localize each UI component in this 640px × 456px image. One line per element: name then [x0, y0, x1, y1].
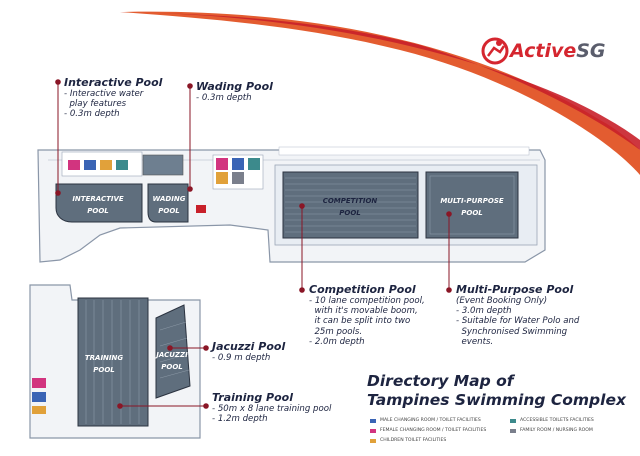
legend-item: ACCESSIBLE TOILETS FACILITIES [510, 418, 594, 423]
training-pool-label-1: TRAINING [85, 354, 124, 362]
activesg-logo: ActiveSG [480, 36, 606, 66]
training-pool-label-2: POOL [93, 366, 115, 374]
callout-line: events. [456, 336, 494, 347]
activesg-wordmark: ActiveSG [510, 40, 606, 62]
legend-label: CHILDREN TOILET FACILITIES [380, 438, 447, 443]
jacuzzi-pool-label-2: POOL [161, 363, 183, 371]
callout-interactive-pool: Interactive Pool - Interactive water pla… [64, 76, 162, 120]
legend-item: FAMILY ROOM / NURSING ROOM [510, 428, 593, 433]
callout-title: Wading Pool [196, 80, 273, 93]
activesg-logo-icon [481, 37, 509, 65]
multi-pool-label-1: MULTI-PURPOSE [440, 197, 504, 205]
callout-line: - 1.2m depth [212, 414, 268, 425]
interactive-pool-label-1: INTERACTIVE [72, 195, 124, 203]
callout-multi-purpose-pool: Multi-Purpose Pool (Event Booking Only) … [456, 283, 579, 347]
competition-pool-label-1: COMPETITION [323, 197, 378, 205]
callout-line: - 10 lane competition pool, [309, 296, 425, 306]
legend-swatch [370, 438, 376, 443]
callout-training-pool: Training Pool - 50m x 8 lane training po… [212, 391, 331, 424]
callout-line: Synchronised Swimming [456, 326, 568, 337]
wading-pool-label-1: WADING [153, 195, 186, 203]
directory-map-title: Directory Map of Tampines Swimming Compl… [367, 372, 626, 410]
callout-title: Training Pool [212, 391, 293, 404]
callout-wading-pool: Wading Pool - 0.3m depth [196, 80, 273, 103]
callout-line: (Event Booking Only) [456, 296, 548, 306]
wading-pool-label-2: POOL [158, 207, 180, 215]
callout-line: - 0.9 m depth [212, 353, 271, 363]
brand-part2: SG [576, 40, 606, 62]
jacuzzi-pool-label-1: JACUZZI [154, 351, 188, 359]
legend-item: MALE CHANGING ROOM / TOILET FACILITIES [370, 418, 481, 423]
callout-line: - 2.0m depth [309, 336, 365, 347]
callout-line: - 50m x 8 lane training pool [212, 404, 332, 414]
callout-jacuzzi-pool: Jacuzzi Pool - 0.9 m depth [212, 340, 285, 363]
callout-title: Jacuzzi Pool [212, 340, 286, 353]
brand-part1: Active [510, 40, 577, 62]
title-line-1: Directory Map of [367, 372, 514, 390]
legend-swatch [510, 428, 516, 433]
competition-pool-label-2: POOL [339, 209, 361, 217]
legend-item: FEMALE CHANGING ROOM / TOILET FACILITIES [370, 428, 486, 433]
callout-line: - 0.3m depth [196, 93, 252, 103]
legend-label: ACCESSIBLE TOILETS FACILITIES [520, 418, 594, 423]
callout-line: 25m pools. [309, 326, 363, 337]
legend-swatch [370, 428, 376, 433]
interactive-pool-label-2: POOL [87, 207, 109, 215]
legend-label: FAMILY ROOM / NURSING ROOM [520, 428, 593, 433]
callout-competition-pool: Competition Pool - 10 lane competition p… [309, 283, 425, 347]
legend-swatch [370, 418, 376, 423]
legend-item: CHILDREN TOILET FACILITIES [370, 438, 446, 443]
legend-label: FEMALE CHANGING ROOM / TOILET FACILITIES [380, 428, 487, 433]
callout-title: Competition Pool [309, 283, 416, 296]
title-line-2: Tampines Swimming Complex [367, 391, 626, 409]
legend-swatch [510, 418, 516, 423]
callout-line: with it's movable boom, [309, 306, 418, 317]
callout-line: - Interactive water [64, 89, 144, 99]
callout-title: Multi-Purpose Pool [456, 283, 574, 296]
multi-pool-label-2: POOL [461, 209, 483, 217]
callout-title: Interactive Pool [64, 76, 163, 89]
callout-line: it can be split into two [309, 316, 411, 327]
callout-line: - 3.0m depth [456, 306, 512, 317]
callout-line: - Suitable for Water Polo and [456, 316, 580, 327]
callout-line: play features [64, 99, 127, 110]
legend-label: MALE CHANGING ROOM / TOILET FACILITIES [380, 418, 481, 423]
callout-line: - 0.3m depth [64, 109, 120, 120]
